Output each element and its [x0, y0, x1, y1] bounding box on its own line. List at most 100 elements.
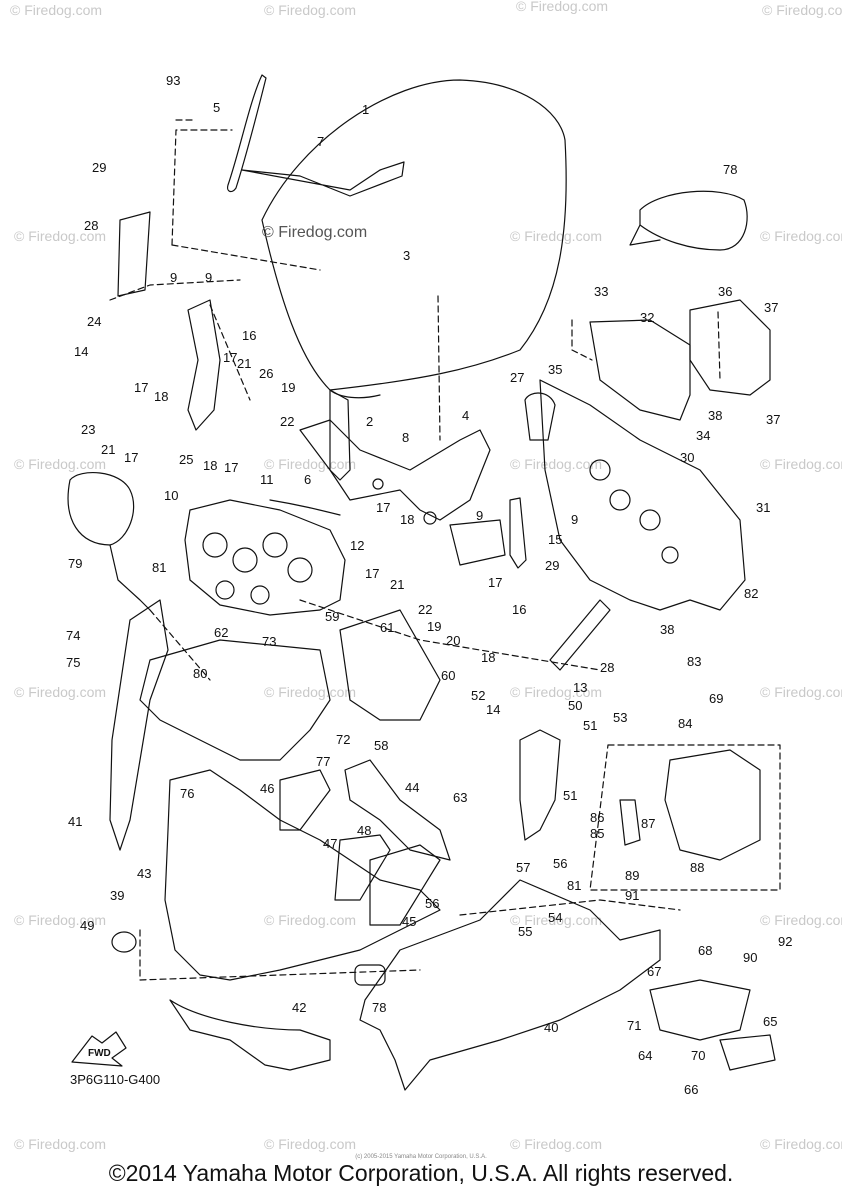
watermark-r2: © Firedog.com [510, 456, 603, 472]
callout-29b: 29 [545, 558, 559, 573]
callout-61: 61 [380, 620, 394, 635]
mirror-right [639, 190, 748, 251]
callout-92: 92 [778, 934, 792, 949]
watermark-l2: © Firedog.com [14, 456, 107, 472]
callout-41: 41 [68, 814, 82, 829]
watermark-r1: © Firedog.com [510, 228, 603, 244]
callout-21b: 21 [101, 442, 115, 457]
callout-86: 86 [590, 810, 604, 825]
callout-53: 53 [613, 710, 627, 725]
callout-93: 93 [166, 73, 180, 88]
watermark-r5: © Firedog.com [510, 1136, 603, 1152]
callout-28a: 28 [84, 218, 98, 233]
callout-73: 73 [262, 634, 276, 649]
callout-89: 89 [625, 868, 639, 883]
callout-62: 62 [214, 625, 228, 640]
callout-88: 88 [690, 860, 704, 875]
callout-8: 8 [402, 430, 409, 445]
callout-9b: 9 [205, 270, 212, 285]
callout-51b: 51 [563, 788, 577, 803]
callout-70: 70 [691, 1048, 705, 1063]
watermark-r4: © Firedog.com [510, 912, 603, 928]
right-stay [539, 379, 746, 611]
callout-16b: 16 [512, 602, 526, 617]
callout-19a: 19 [281, 380, 295, 395]
callout-90: 90 [743, 950, 757, 965]
callout-52: 52 [471, 688, 485, 703]
watermark-r5b: © Firedog.com [760, 1136, 842, 1152]
callout-55: 55 [518, 924, 532, 939]
watermark-tr: © Firedog.com [762, 2, 842, 18]
callout-9a: 9 [170, 270, 177, 285]
callout-37b: 37 [766, 412, 780, 427]
callout-42: 42 [292, 1000, 306, 1015]
callout-71: 71 [627, 1018, 641, 1033]
fine-print: (c) 2005-2015 Yamaha Motor Corporation, … [355, 1154, 487, 1160]
center-watermark: © Firedog.com [262, 224, 368, 241]
callout-38b: 38 [660, 622, 674, 637]
watermark-c2: © Firedog.com [264, 456, 357, 472]
callout-15: 15 [548, 532, 562, 547]
watermark-r3b: © Firedog.com [760, 684, 842, 700]
grille-left [117, 211, 151, 297]
callout-56a: 56 [553, 856, 567, 871]
callout-68: 68 [698, 943, 712, 958]
watermark-c5: © Firedog.com [264, 1136, 357, 1152]
watermark-r2b: © Firedog.com [760, 456, 842, 472]
callout-64: 64 [638, 1048, 652, 1063]
callout-74: 74 [66, 628, 80, 643]
callout-50: 50 [568, 698, 582, 713]
callout-30: 30 [680, 450, 694, 465]
callout-36: 36 [718, 284, 732, 299]
watermark-l3: © Firedog.com [14, 684, 107, 700]
stay-bracket [299, 419, 491, 521]
watermark-tc: © Firedog.com [264, 2, 357, 18]
callout-22b: 22 [418, 602, 432, 617]
visor-strip [227, 74, 267, 193]
callout-1: 1 [362, 102, 369, 117]
callout-67: 67 [647, 964, 661, 979]
watermark-c3: © Firedog.com [264, 684, 357, 700]
callout-17b: 17 [134, 380, 148, 395]
callout-17c: 17 [223, 350, 237, 365]
watermark-r4b: © Firedog.com [760, 912, 842, 928]
grille-right [549, 599, 611, 671]
callout-3: 3 [403, 248, 410, 263]
watermark-l4: © Firedog.com [14, 912, 107, 928]
callout-49: 49 [80, 918, 94, 933]
watermark-r3: © Firedog.com [510, 684, 603, 700]
callout-35: 35 [548, 362, 562, 377]
callout-83: 83 [687, 654, 701, 669]
callout-2: 2 [366, 414, 373, 429]
callout-63: 63 [453, 790, 467, 805]
callout-75: 75 [66, 655, 80, 670]
callout-80: 80 [193, 666, 207, 681]
callout-34: 34 [696, 428, 710, 443]
windshield [261, 79, 567, 391]
callout-85: 85 [590, 826, 604, 841]
callout-28b: 28 [600, 660, 614, 675]
callout-29a: 29 [92, 160, 106, 175]
callout-23: 23 [81, 422, 95, 437]
box-84 [664, 749, 761, 861]
callout-6: 6 [304, 472, 311, 487]
meter-assembly [184, 499, 346, 616]
callout-14b: 14 [486, 702, 500, 717]
callout-82: 82 [744, 586, 758, 601]
callout-19b: 19 [427, 619, 441, 634]
callout-12: 12 [350, 538, 364, 553]
callout-20: 20 [446, 633, 460, 648]
watermark-r1b: © Firedog.com [760, 228, 842, 244]
callout-56b: 56 [425, 896, 439, 911]
callout-27: 27 [510, 370, 524, 385]
callout-9d: 9 [571, 512, 578, 527]
callout-87: 87 [641, 816, 655, 831]
callout-31: 31 [756, 500, 770, 515]
callout-46: 46 [260, 781, 274, 796]
callout-77: 77 [316, 754, 330, 769]
watermark-l5: © Firedog.com [14, 1136, 107, 1152]
callout-18a: 18 [400, 512, 414, 527]
callout-76: 76 [180, 786, 194, 801]
callout-25: 25 [179, 452, 193, 467]
